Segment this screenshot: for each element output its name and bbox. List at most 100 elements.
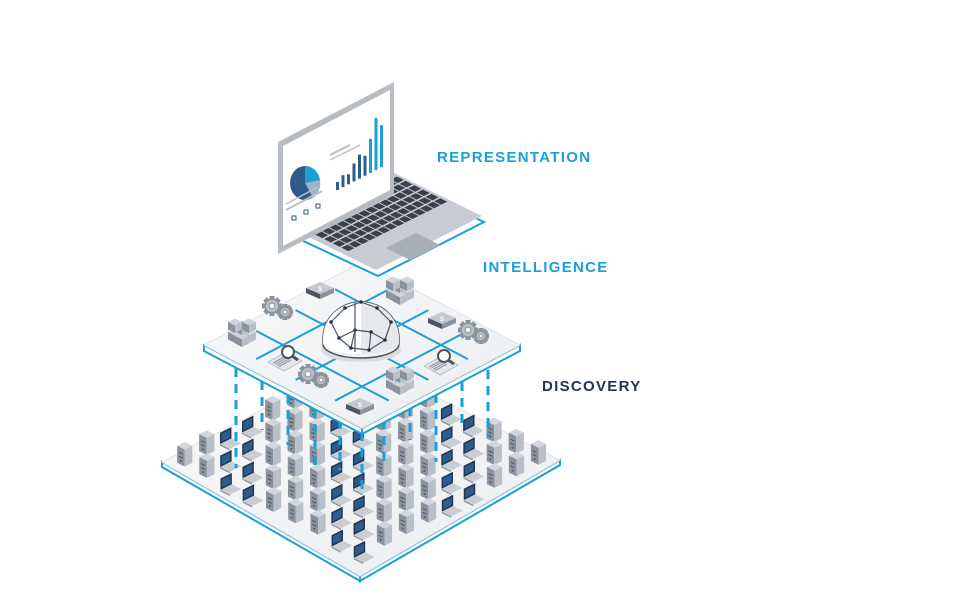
desktop-laptop-icon <box>220 449 242 474</box>
desktop-laptop-icon <box>242 461 264 485</box>
bar-mark <box>380 125 383 168</box>
server-icon <box>287 407 303 432</box>
svg-text:S: S <box>358 402 362 409</box>
desktop-laptop-icon <box>441 471 463 496</box>
desktop-laptop-icon <box>220 427 241 451</box>
server-icon <box>310 487 326 512</box>
desktop-laptop-icon <box>441 425 463 450</box>
server-icon <box>177 441 193 467</box>
svg-text:S: S <box>318 286 322 293</box>
desktop-laptop-icon <box>353 540 375 565</box>
server-icon <box>287 452 303 478</box>
server-icon <box>288 475 304 501</box>
bar-mark <box>352 163 356 182</box>
server-icon <box>486 440 502 466</box>
laptop-screen-content <box>285 118 383 221</box>
gear-icon <box>262 296 282 316</box>
bar-mark <box>336 182 339 190</box>
label-intelligence: INTELLIGENCE <box>483 259 609 276</box>
server-icon <box>398 463 414 489</box>
bar-mark <box>363 155 367 176</box>
server-icon <box>199 430 215 456</box>
server-icon <box>398 417 414 443</box>
magnifier-icon <box>266 345 304 372</box>
desktop-laptop-icon <box>242 415 263 439</box>
desktop-laptop-icon <box>331 506 353 530</box>
server-icon <box>265 395 281 421</box>
server-icon <box>398 509 415 535</box>
gear-icon <box>298 364 318 384</box>
desktop-laptop-icon <box>441 494 463 518</box>
cube-stack-icon <box>386 276 414 305</box>
desktop-laptop-icon <box>331 483 353 508</box>
desktop-laptop-icon <box>440 403 462 427</box>
server-icon <box>530 440 547 465</box>
server-icon <box>309 418 325 444</box>
server-icon <box>310 509 326 535</box>
intelligence-platform: S S S <box>202 261 522 436</box>
server-icon <box>265 418 281 444</box>
gear-pair <box>262 296 293 320</box>
bar-mark <box>341 175 345 188</box>
server-icon <box>376 475 392 500</box>
desktop-laptop-icon <box>463 483 485 507</box>
server-icon <box>398 486 414 512</box>
server-icon <box>309 441 325 466</box>
bar-mark <box>374 118 378 171</box>
desktop-laptop-icon <box>242 438 264 462</box>
server-icon: S <box>428 312 456 329</box>
bar-mark <box>358 154 361 179</box>
gear-icon <box>277 304 293 320</box>
server-icon <box>265 464 281 490</box>
desktop-laptop-icon <box>330 460 352 485</box>
server-icon <box>310 464 326 489</box>
svg-text:S: S <box>440 316 444 323</box>
server-icon <box>420 497 437 523</box>
server-icon <box>265 441 281 467</box>
gear-pair <box>298 364 329 388</box>
gear-icon <box>458 320 478 340</box>
desktop-laptop-icon <box>220 472 242 497</box>
desktop-laptop-icon <box>441 448 463 473</box>
laptop-screen <box>283 90 390 246</box>
server-icon <box>288 498 304 524</box>
desktop-laptop-icon <box>353 495 375 519</box>
desktop-laptop-icon <box>353 517 375 542</box>
desktop-laptop-icon <box>463 460 485 484</box>
intelligence-icons: S S S <box>228 276 489 415</box>
server-icon <box>266 487 282 512</box>
gear-icon <box>313 372 329 388</box>
server-icon <box>420 452 436 477</box>
magnifier-icon <box>422 349 460 376</box>
laptop-trackpad <box>386 233 440 260</box>
server-icon: S <box>346 398 374 415</box>
server-icon <box>398 440 414 466</box>
desktop-laptop-icon <box>463 414 485 438</box>
server-icon <box>508 451 525 477</box>
server-icon <box>199 453 215 478</box>
server-icon <box>486 463 503 488</box>
desktop-laptop-icon <box>331 529 353 553</box>
cube-stack-icon <box>386 366 414 395</box>
label-representation: REPRESENTATION <box>437 149 592 166</box>
representation-laptop <box>278 82 487 278</box>
server-icon <box>376 498 392 523</box>
server-icon <box>420 475 436 500</box>
desktop-laptop-icon <box>463 437 485 461</box>
server-icon <box>420 406 436 432</box>
gear-icon <box>473 328 489 344</box>
bar-mark <box>369 138 372 173</box>
desktop-laptop-icon <box>242 484 264 508</box>
server-icon <box>508 428 524 454</box>
cube-stack-icon <box>228 318 256 347</box>
globe-brain-icon <box>321 300 401 362</box>
server-icon <box>420 429 436 454</box>
label-discovery: DISCOVERY <box>542 378 642 395</box>
gear-pair <box>458 320 489 344</box>
layer-connectors <box>234 368 490 490</box>
server-icon <box>287 429 303 455</box>
server-icon: S <box>306 282 334 299</box>
server-icon <box>376 521 393 546</box>
bar-mark <box>347 174 350 185</box>
